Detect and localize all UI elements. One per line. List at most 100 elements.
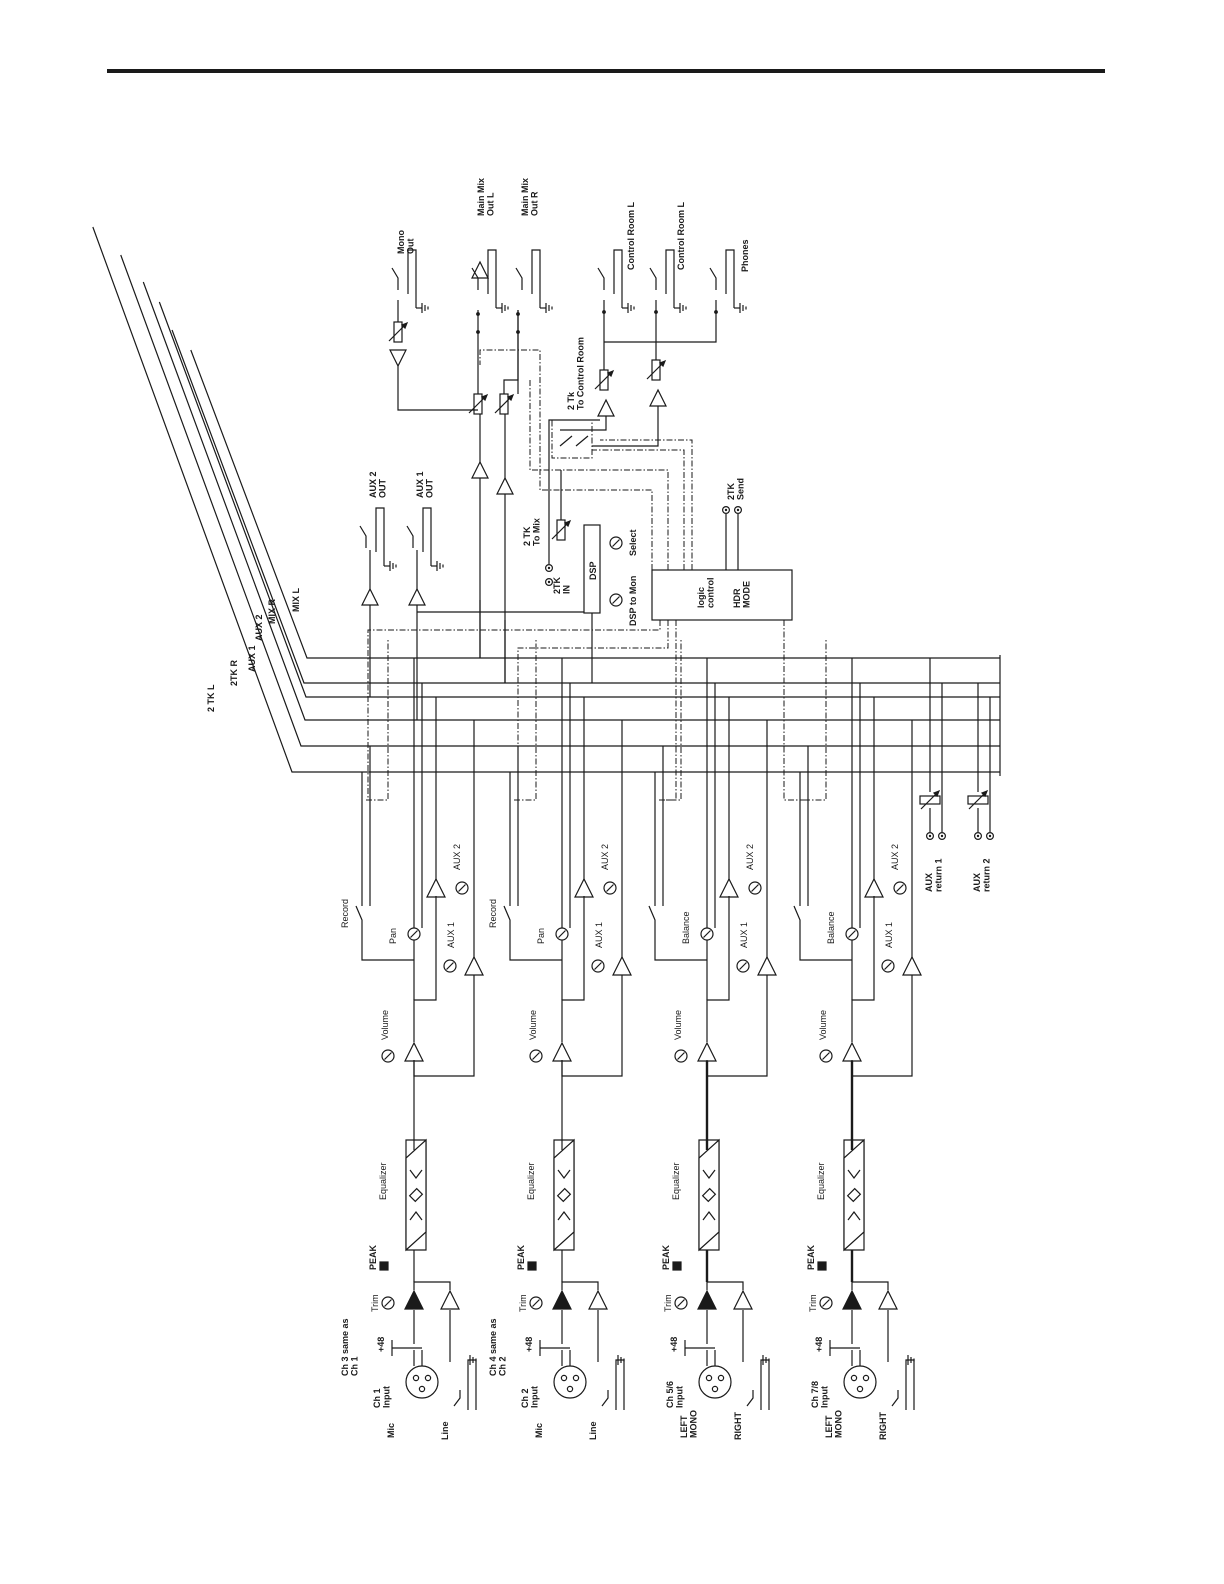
trim-label-line: Trim (370, 1294, 380, 1312)
terminal-center (988, 834, 992, 838)
amplifier-symbol (574, 877, 594, 898)
bus-line-4 (171, 329, 312, 684)
bus-line-2 (142, 281, 313, 721)
channel-input-label-line: Ch 2 (520, 1388, 530, 1408)
bus-label-1: 2TK R (229, 659, 239, 686)
control-route (592, 449, 685, 570)
terminal-center (724, 508, 728, 512)
pan-label-line: Pan (388, 928, 398, 944)
knob-pointer (677, 1052, 685, 1060)
fader-arrowhead (932, 789, 941, 798)
aux1-label: AUX 1 (884, 922, 894, 948)
line-jack-sleeve (760, 1359, 770, 1410)
knob-pointer (751, 884, 759, 892)
channel-input-label-line: Ch 7/8 (810, 1381, 820, 1408)
phantom-label: +48 (669, 1337, 679, 1352)
control-route (783, 620, 808, 801)
post-eq-send (561, 974, 623, 1077)
phones-label-line: Phones (740, 239, 750, 272)
xlr-pin (424, 1374, 432, 1382)
bus-label-1-line: 2TK R (229, 659, 239, 686)
amplifier-symbol (552, 1041, 572, 1062)
post-eq-send (706, 974, 768, 1077)
aux1-label-line: AUX 1 (739, 922, 749, 948)
aux2-label-line: AUX 2 (600, 844, 610, 870)
channel-note-line: Ch 4 same as (488, 1318, 498, 1376)
bus-label-5: MIX L (291, 587, 301, 612)
line-jack-sleeve (615, 1359, 625, 1410)
channel-input-a-line: LEFT (679, 1415, 689, 1438)
two-tk-cr-label-line: 2 Tk (566, 391, 576, 410)
equalizer-diamond (408, 1187, 424, 1203)
main-l-label-line: Main Mix (476, 178, 486, 216)
two-tk-send-label: 2TKSend (726, 478, 746, 500)
knob-symbol (845, 927, 859, 941)
equalizer-diamond (556, 1187, 572, 1203)
amplifier-symbol (404, 1289, 424, 1310)
peak-led (817, 1261, 827, 1271)
amplifier-symbol (864, 877, 884, 898)
record-label-line: Record (488, 899, 498, 928)
preamp-sum (851, 1281, 889, 1290)
cr-l-feed (560, 416, 607, 431)
junction-dot (714, 310, 718, 314)
amplifier-symbol (697, 1289, 717, 1310)
top-rule (107, 69, 1105, 73)
knob-pointer (594, 962, 602, 970)
junction-dot (654, 310, 658, 314)
junction-dot (516, 312, 520, 316)
knob-pointer (612, 596, 620, 604)
amplifier-symbol (878, 1289, 898, 1310)
bus-label-3-line: AUX 2 (254, 614, 264, 641)
knob-symbol (700, 927, 714, 941)
fader-arrowhead (980, 789, 989, 798)
channel-input-a: Mic (534, 1423, 544, 1438)
knob-pointer (822, 1299, 830, 1307)
knob-symbol (819, 1049, 833, 1063)
channel-input-b: Line (588, 1421, 598, 1440)
link-wire (654, 930, 707, 961)
amplifier-symbol (408, 587, 426, 606)
aux1-label: AUX 1 (739, 922, 749, 948)
control-route (479, 349, 653, 570)
aux-out-label-line: AUX 2 (368, 471, 378, 498)
record-switch (355, 905, 363, 930)
preamp-sum (706, 1281, 744, 1290)
channel-input-label: Ch 2Input (520, 1386, 540, 1408)
xlr-pin (560, 1374, 568, 1382)
equalizer-label-line: Equalizer (378, 1162, 388, 1200)
phantom-label: +48 (524, 1337, 534, 1352)
two-tk-send-label-line: Send (736, 478, 746, 500)
amplifier-symbol (719, 877, 739, 898)
aux-out-jack-contact (359, 525, 367, 548)
pan-label: Balance (681, 911, 691, 944)
aux2-label-line: AUX 2 (890, 844, 900, 870)
amplifier-symbol (464, 955, 484, 976)
volume-label: Volume (818, 1010, 828, 1040)
xlr-connector (698, 1365, 732, 1399)
knob-symbol (591, 959, 605, 973)
fader-symbol (594, 369, 615, 391)
amplifier-symbol (733, 1289, 753, 1310)
channel-input-a-line: LEFT (824, 1415, 834, 1438)
aux2-feed (706, 896, 730, 1042)
volume-label-line: Volume (528, 1010, 538, 1040)
knob-symbol (603, 881, 617, 895)
knob-pointer (458, 884, 466, 892)
two-tk-send-label-line: 2TK (726, 482, 736, 500)
select-label: Select (628, 529, 638, 556)
volume-label-line: Volume (673, 1010, 683, 1040)
fader-arrowhead (606, 369, 615, 378)
channel-input-label-line: Ch 5/6 (665, 1381, 675, 1408)
channel-note-line: Ch 1 (350, 1356, 360, 1376)
phantom-label: +48 (814, 1337, 824, 1352)
terminal-center (928, 834, 932, 838)
knob-pointer (677, 1299, 685, 1307)
knob-symbol (893, 881, 907, 895)
select-label-line: Select (628, 529, 638, 556)
terminal-center (547, 580, 551, 584)
knob-pointer (410, 930, 418, 938)
line-jack-tip (891, 1390, 899, 1407)
channel-input-label-line: Input (382, 1386, 392, 1408)
xlr-pin (566, 1385, 574, 1393)
